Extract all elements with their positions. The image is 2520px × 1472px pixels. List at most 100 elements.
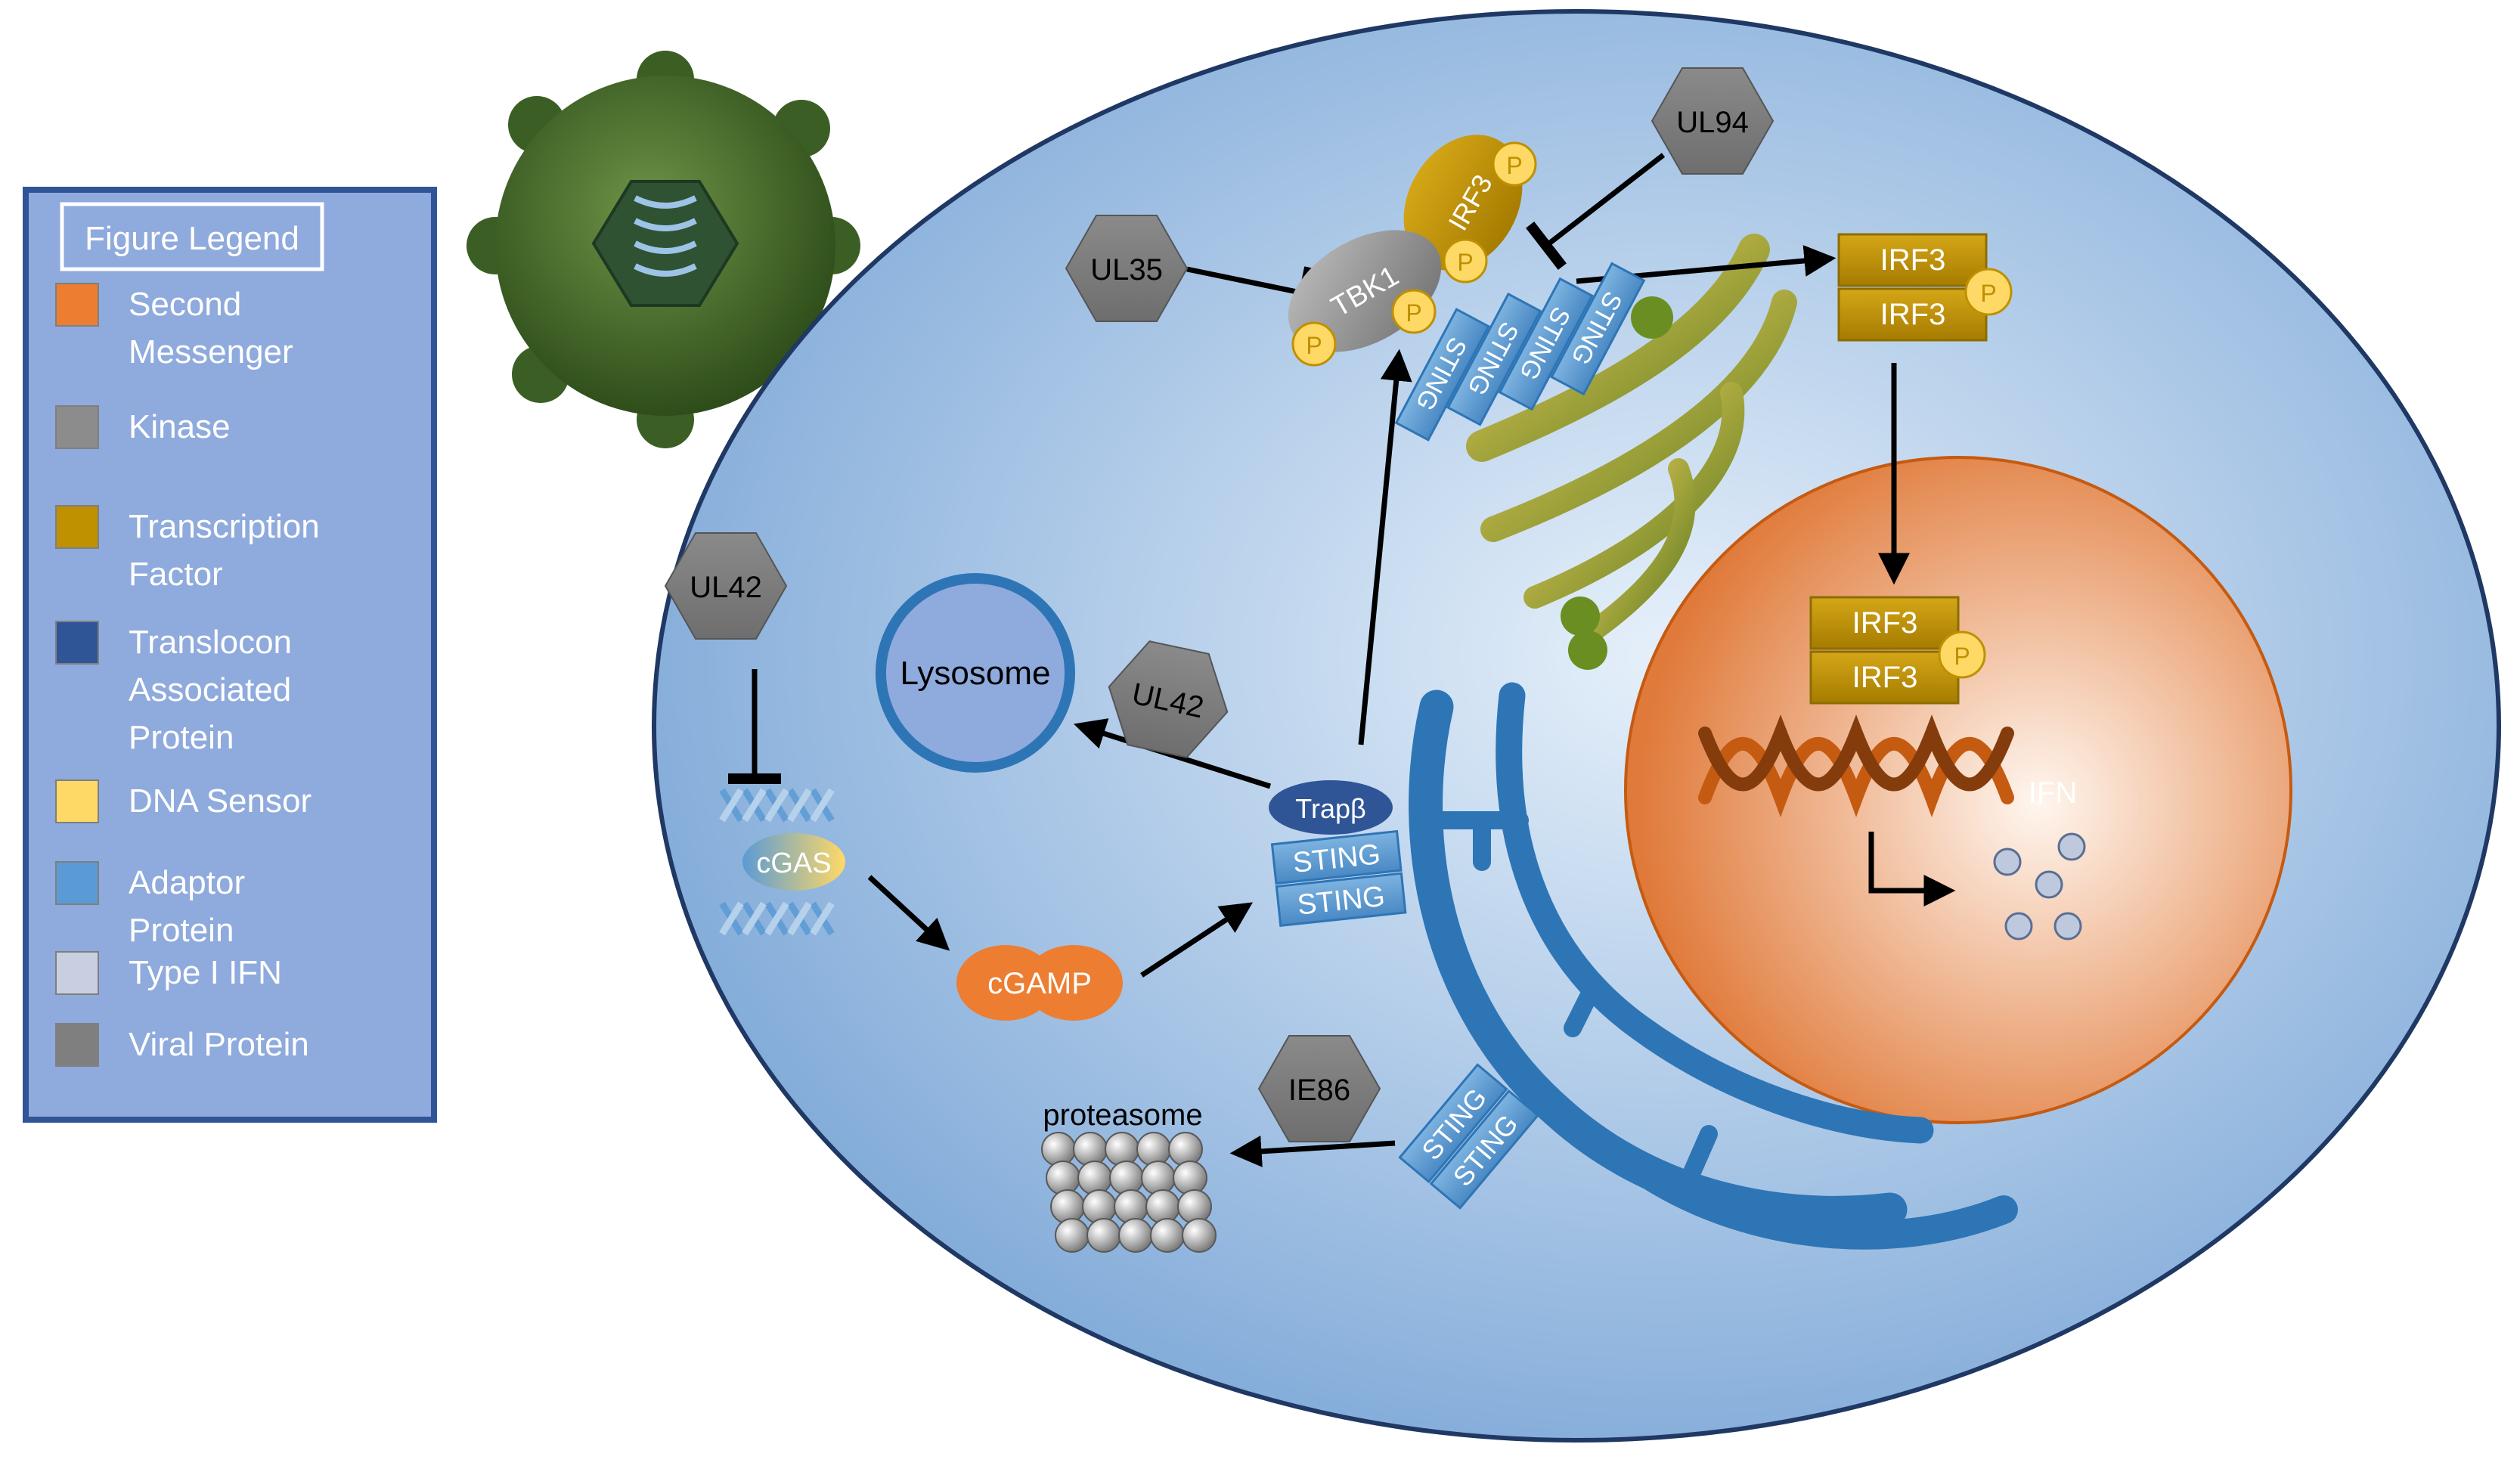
endoplasmic-reticulum bbox=[1409, 682, 2018, 1250]
legend-label: Associated bbox=[129, 671, 291, 708]
irf3-node bbox=[1837, 233, 1988, 287]
nucleus bbox=[1624, 456, 2292, 1124]
proteasome-subunit bbox=[1055, 1218, 1090, 1253]
legend-items: SecondMessengerKinaseTranscriptionFactor… bbox=[55, 283, 320, 1067]
proteasome-subunit bbox=[1114, 1189, 1148, 1224]
phospho-label: P bbox=[1406, 299, 1421, 327]
proteasome-subunit bbox=[1086, 1218, 1121, 1253]
proteasome-subunit bbox=[1105, 1132, 1139, 1167]
cytosolic-dna-icon bbox=[719, 788, 835, 936]
golgi-apparatus bbox=[1466, 234, 1797, 670]
legend-swatch bbox=[55, 283, 99, 327]
sting-node bbox=[1429, 1089, 1540, 1210]
legend-swatch bbox=[55, 861, 99, 905]
type-i-ifn-particles bbox=[1993, 832, 2086, 941]
phospho-label: P bbox=[1457, 249, 1473, 276]
ifn-label: IFN bbox=[2029, 776, 2077, 810]
proteasome: proteasome bbox=[1041, 1099, 1217, 1253]
cgamp-node: cGAMP bbox=[956, 945, 1123, 1021]
proteasome-subunit bbox=[1046, 1161, 1080, 1195]
arrow-sting-to-proteasome bbox=[1229, 1135, 1396, 1167]
legend-swatch bbox=[55, 779, 99, 823]
irf3-label: IRF3 bbox=[1852, 661, 1918, 694]
proteasome-subunit bbox=[1109, 1161, 1144, 1195]
irf3-label: IRF3 bbox=[1880, 243, 1946, 277]
arrow-sting-to-tbk1 bbox=[1358, 349, 1412, 745]
cgas-dna-complex: cGAS bbox=[719, 788, 845, 936]
trap-beta-node bbox=[1269, 780, 1393, 835]
golgi-signaling-complex: STING STING STING STING IRF3 TBK1 P P P … bbox=[1288, 135, 1646, 442]
legend-label: Protein bbox=[129, 719, 234, 756]
proteasome-subunit bbox=[1182, 1218, 1217, 1253]
ie86-label: IE86 bbox=[1288, 1074, 1350, 1107]
inhibit-ul94-complex bbox=[1526, 153, 1666, 270]
ul94-label: UL94 bbox=[1676, 106, 1749, 139]
phospho-label: P bbox=[1980, 280, 1996, 307]
legend-swatch bbox=[55, 621, 99, 665]
arrow-cgas-to-cgamp bbox=[867, 875, 950, 951]
arrow-sting-to-lysosome bbox=[1073, 718, 1272, 789]
sting-node bbox=[1498, 277, 1594, 411]
proteasome-subunit bbox=[1077, 1161, 1112, 1195]
legend-label: Adaptor bbox=[129, 864, 245, 901]
inhibit-ul35-tbk1 bbox=[1186, 266, 1315, 321]
legend-label: DNA Sensor bbox=[129, 782, 312, 820]
phospho-label: P bbox=[1306, 332, 1322, 359]
legend-label: Type I IFN bbox=[129, 954, 282, 991]
legend-swatch bbox=[55, 1023, 99, 1067]
legend-label: Transcription bbox=[129, 508, 320, 545]
viral-protein-ul35: UL35 bbox=[1065, 215, 1189, 322]
legend-title: Figure Legend bbox=[85, 220, 299, 257]
phospho-label: P bbox=[1506, 152, 1522, 179]
sting-node bbox=[1270, 829, 1403, 885]
arrow-cgamp-to-sting bbox=[1140, 902, 1254, 978]
cgas-label: cGAS bbox=[756, 848, 831, 879]
proteasome-subunit bbox=[1168, 1132, 1203, 1167]
sting-node bbox=[1398, 1063, 1508, 1184]
proteasome-subunit bbox=[1145, 1189, 1180, 1224]
trap-beta-label: Trapβ bbox=[1295, 793, 1365, 824]
proteasome-subunits bbox=[1041, 1132, 1217, 1253]
viral-dna-icon bbox=[634, 195, 697, 277]
sting-node bbox=[1550, 262, 1646, 396]
arrow-ifn-transcription bbox=[1868, 832, 1956, 906]
legend-label: Viral Protein bbox=[129, 1026, 309, 1063]
proteasome-subunit bbox=[1141, 1161, 1176, 1195]
proteasome-subunit bbox=[1041, 1132, 1076, 1167]
irf3-label: IRF3 bbox=[1880, 298, 1946, 331]
legend-label: Translocon bbox=[129, 624, 292, 661]
ul35-label: UL35 bbox=[1090, 253, 1163, 287]
sting-node bbox=[1446, 292, 1542, 426]
proteasome-subunit bbox=[1050, 1189, 1085, 1224]
legend-label: Factor bbox=[129, 556, 223, 593]
proteasome-subunit bbox=[1173, 1161, 1207, 1195]
figure-legend: Figure Legend SecondMessengerKinaseTrans… bbox=[23, 187, 437, 1123]
viral-protein-ie86: IE86 bbox=[1257, 1035, 1381, 1142]
cgas-node bbox=[742, 833, 845, 891]
irf3-dimer-cytoplasm: IRF3 IRF3 P bbox=[1837, 233, 2013, 342]
legend-label: Messenger bbox=[129, 333, 293, 370]
proteasome-label: proteasome bbox=[1043, 1099, 1202, 1132]
lysosome: Lysosome bbox=[876, 573, 1075, 773]
irf3-node bbox=[1809, 650, 1960, 705]
ifn-gene-dna-icon bbox=[1698, 714, 2014, 818]
legend-label: Protein bbox=[129, 912, 234, 949]
viral-protein-ul42-cgas: UL42 bbox=[664, 532, 788, 640]
ul42-label: UL42 bbox=[690, 571, 762, 604]
pathway-arrows bbox=[728, 153, 1956, 1167]
legend-label: Second bbox=[129, 286, 241, 323]
proteasome-subunit bbox=[1136, 1132, 1171, 1167]
irf3-node bbox=[1809, 596, 1960, 650]
viral-protein-ul42-lysosome: UL42 bbox=[1108, 640, 1229, 758]
irf3-label: IRF3 bbox=[1852, 606, 1918, 640]
proteasome-subunit bbox=[1073, 1132, 1108, 1167]
lysosome-label: Lysosome bbox=[900, 655, 1051, 692]
viral-capsid bbox=[591, 180, 739, 307]
cgamp-label: cGAMP bbox=[987, 967, 1092, 1000]
legend-label: Kinase bbox=[129, 408, 231, 445]
phospho-marks: P P P P bbox=[1291, 141, 1537, 367]
legend-swatch bbox=[55, 951, 99, 995]
sting-node bbox=[1394, 308, 1490, 442]
er-sting-complex: Trapβ STING STING bbox=[1269, 780, 1407, 927]
